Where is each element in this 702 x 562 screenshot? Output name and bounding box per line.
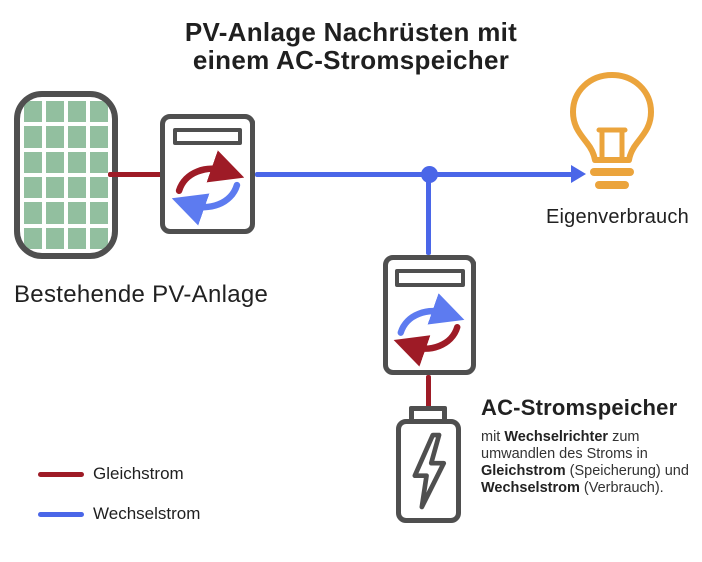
exchange-arrows-icon	[393, 293, 465, 367]
exchange-arrows-icon	[171, 150, 245, 226]
desc-segment: mit	[481, 429, 505, 445]
desc-segment: (Verbrauch).	[579, 480, 664, 496]
desc-segment: (Speicherung) und	[565, 463, 689, 479]
desc-segment-bold: Wechselstrom	[481, 480, 580, 496]
solar-panel-icon	[14, 91, 118, 259]
inverter-hinge	[250, 119, 255, 132]
junction-dot	[421, 166, 438, 183]
ac-line-to-inverter2	[426, 176, 431, 255]
ac-arrowhead-icon	[571, 165, 586, 183]
ac-legend-swatch	[38, 511, 84, 517]
title-line-2: einem AC-Stromspeicher	[192, 45, 510, 75]
storage-title: AC-Stromspeicher	[481, 395, 678, 420]
desc-segment: zum umwandlen des Stroms in	[481, 429, 648, 462]
legend-item-dc: Gleichstrom	[38, 464, 184, 484]
consumption-label: Eigenverbrauch	[546, 206, 689, 228]
dc-legend-label: Gleichstrom	[93, 464, 184, 483]
legend-item-ac: Wechselstrom	[38, 504, 200, 524]
pv-system-label: Bestehende PV-Anlage	[14, 281, 269, 308]
battery-icon	[396, 419, 461, 523]
title-line-1: PV-Anlage Nachrüsten mit	[184, 17, 518, 47]
dc-line-panel-to-inverter	[108, 172, 162, 177]
page-title: PV-Anlage Nachrüsten mit einem AC-Stroms…	[0, 18, 702, 74]
inverter-display	[173, 128, 242, 145]
inverter-icon-1	[160, 114, 255, 234]
lightning-icon	[412, 432, 447, 510]
ac-line-to-consumption	[255, 172, 573, 177]
dc-legend-swatch	[38, 471, 84, 477]
inverter-display	[395, 269, 465, 287]
panel-cell	[24, 101, 42, 123]
ac-legend-label: Wechselstrom	[93, 504, 201, 523]
inverter-hinge	[250, 131, 255, 144]
desc-segment-bold: Gleichstrom	[481, 463, 566, 479]
filament	[596, 127, 628, 162]
inverter-hinge	[471, 260, 476, 273]
inverter-icon-2	[383, 255, 476, 375]
inverter-hinge	[471, 272, 476, 285]
dc-line-to-battery	[426, 375, 431, 408]
bulb-icon	[570, 72, 654, 189]
storage-description: mit Wechselrichter zum umwandlen des Str…	[481, 429, 689, 497]
desc-segment-bold: Wechselrichter	[504, 429, 609, 445]
